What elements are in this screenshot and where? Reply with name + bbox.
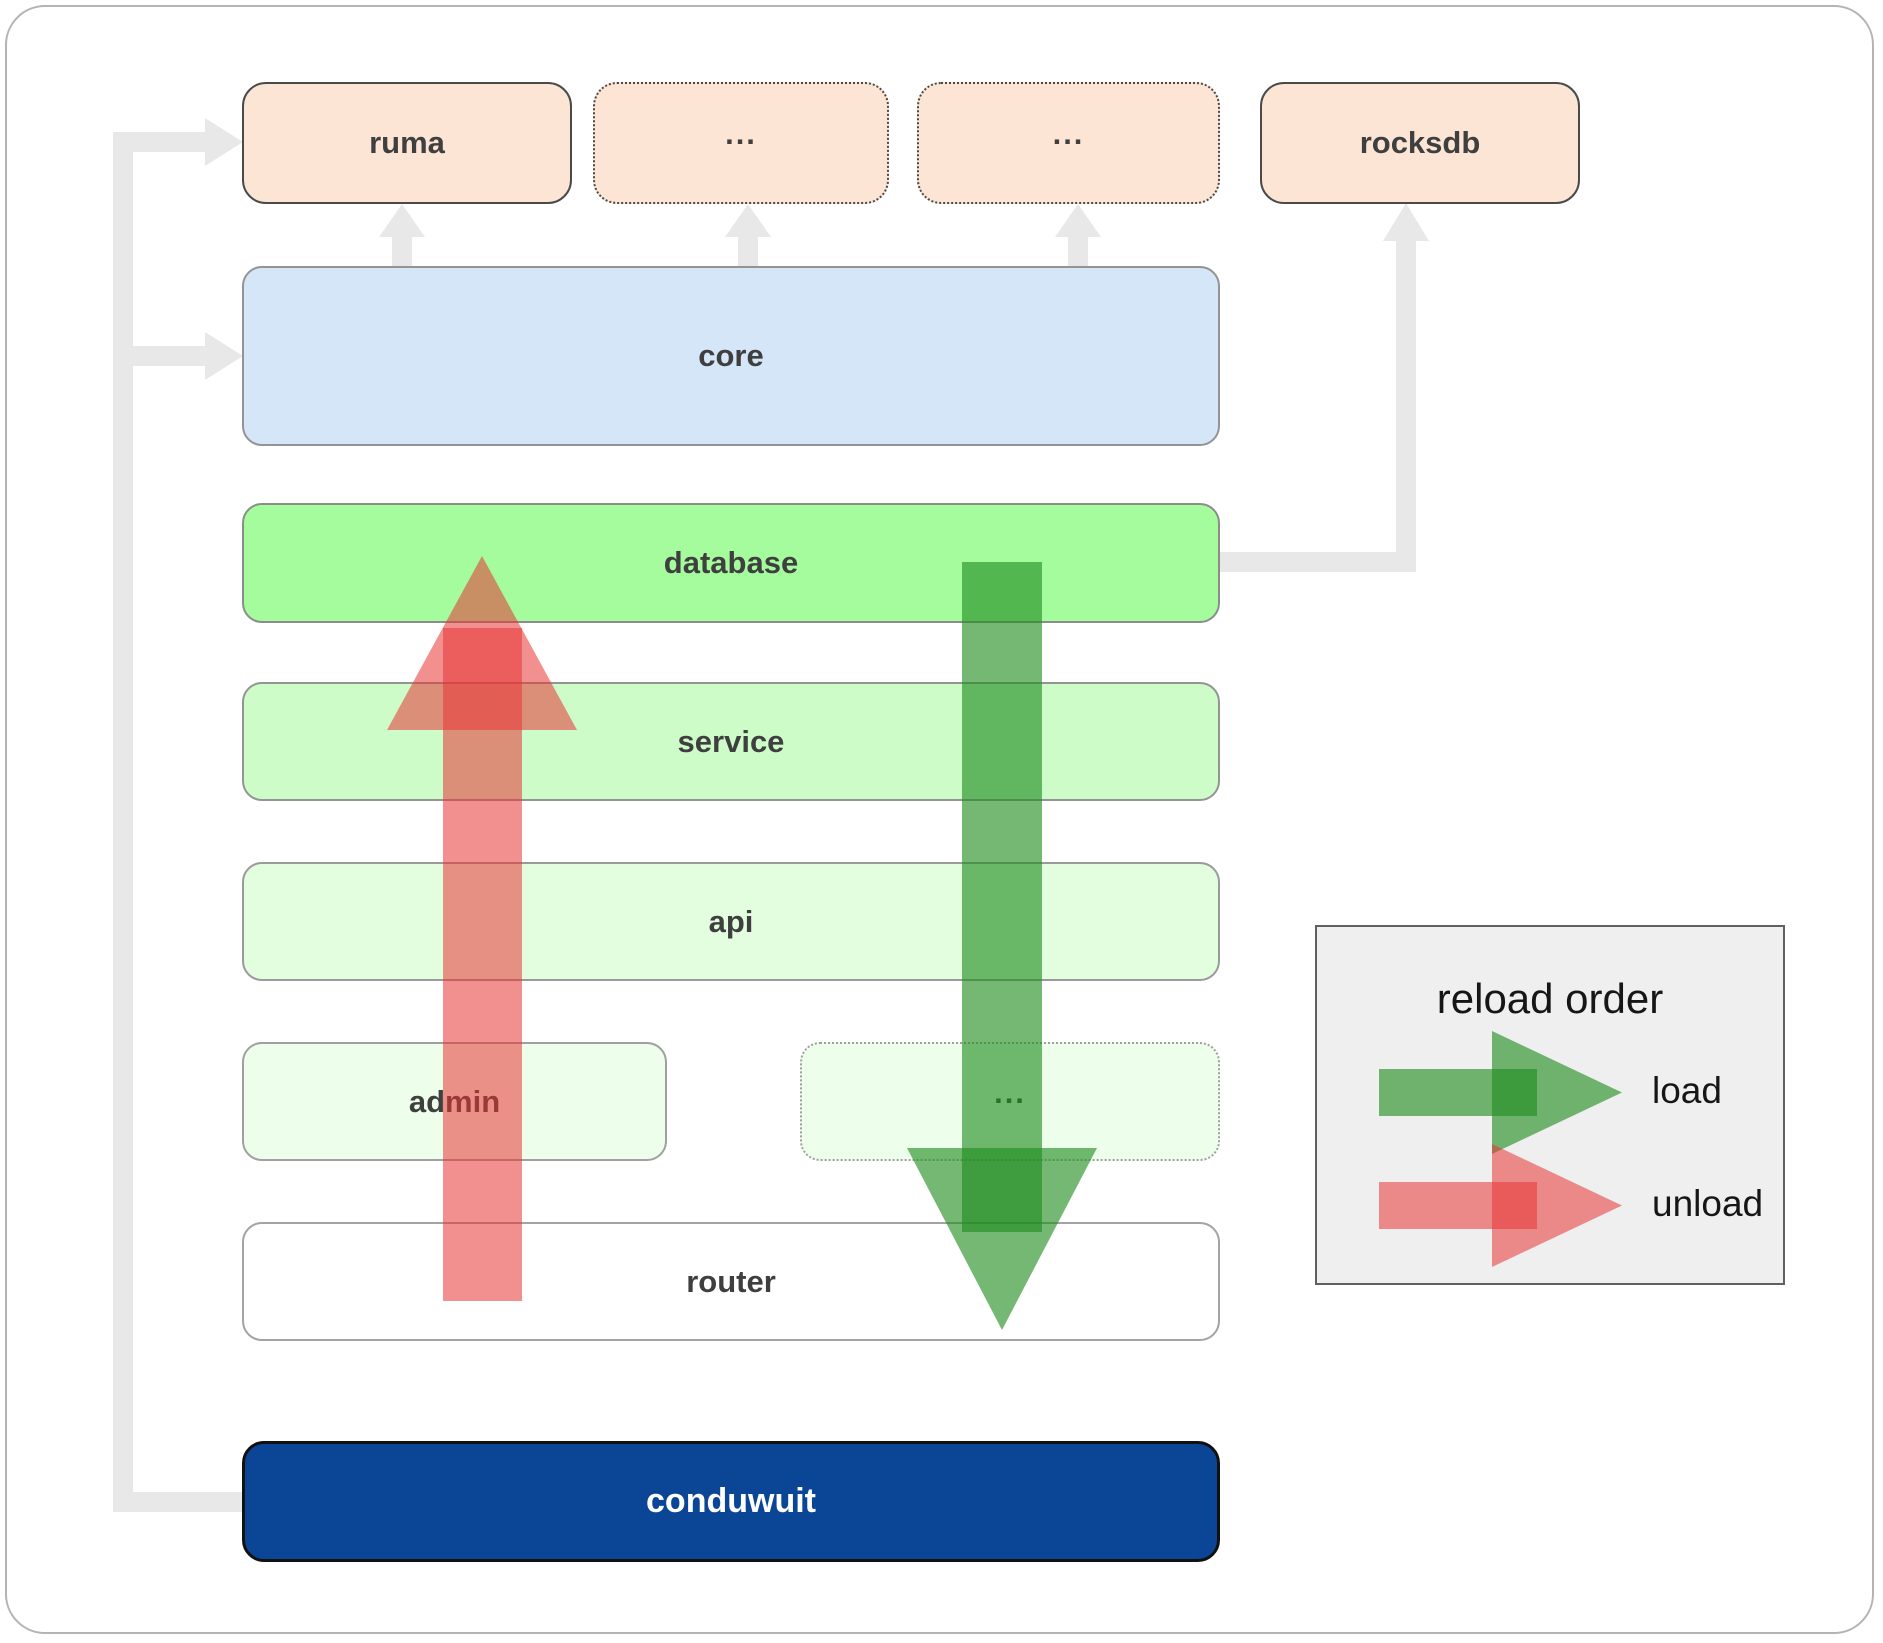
legend-title: reload order	[1436, 975, 1664, 1022]
box-core-label: core	[698, 338, 764, 373]
legend-reload-order: reload order load unload	[1315, 925, 1785, 1285]
box-service-label: service	[677, 723, 785, 759]
legend-unload-arrow-icon	[1492, 1144, 1622, 1267]
box-database: database	[242, 503, 1220, 623]
diagram-frame	[5, 5, 1874, 1634]
box-router: router	[242, 1222, 1220, 1341]
connector-from-conduwuit-line	[113, 1492, 243, 1512]
core-to-deps-arrow-shaft	[738, 236, 758, 267]
unload-arrow-shaft	[443, 628, 522, 1301]
database-to-rocksdb-line-vertical	[1396, 240, 1416, 572]
load-arrow-shaft	[962, 562, 1042, 1232]
box-database-label: database	[663, 545, 799, 580]
box-dependency-more-1: ...	[593, 82, 889, 204]
database-to-rocksdb-line-horizontal	[1220, 552, 1416, 572]
core-to-deps2-arrow-shaft	[1068, 236, 1088, 267]
box-ruma-label: ruma	[369, 125, 445, 160]
box-router-label: router	[686, 1263, 776, 1299]
box-ruma: ruma	[242, 82, 572, 204]
box-rocksdb-label: rocksdb	[1359, 125, 1481, 160]
core-to-ruma-arrow-shaft	[392, 236, 412, 267]
legend-load-arrow-icon	[1492, 1031, 1622, 1154]
legend-load-label: load	[1652, 1070, 1722, 1111]
connector-left-vertical-line	[113, 132, 133, 1512]
box-core: core	[242, 266, 1220, 446]
box-conduwuit-label: conduwuit	[646, 1482, 816, 1520]
box-dependency-more-2: ...	[917, 82, 1220, 204]
box-rocksdb: rocksdb	[1260, 82, 1580, 204]
box-service: service	[242, 682, 1220, 801]
box-api-label: api	[708, 903, 754, 939]
box-api: api	[242, 862, 1220, 981]
connector-to-ruma-line	[113, 132, 207, 152]
box-dependency-more-2-label: ...	[1052, 116, 1085, 151]
box-conduwuit: conduwuit	[242, 1441, 1220, 1562]
legend-unload-label: unload	[1652, 1183, 1764, 1224]
box-dependency-more-1-label: ...	[725, 116, 757, 151]
connector-to-core-line	[133, 346, 207, 366]
